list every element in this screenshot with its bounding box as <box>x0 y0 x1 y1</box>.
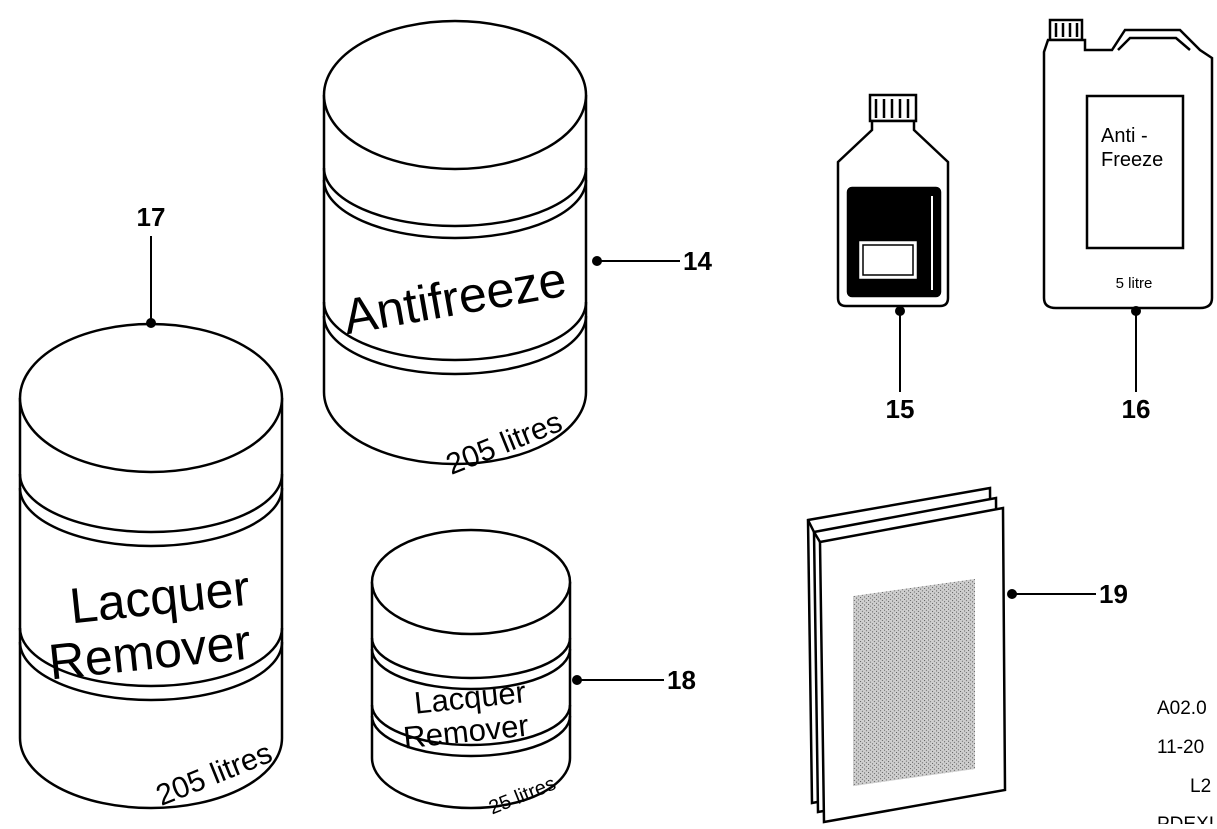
reference-code: A02.0 11-20 L2 PDEXI <box>1157 698 1214 829</box>
callout-14: 14 <box>683 246 712 276</box>
callout-16: 16 <box>1122 394 1151 424</box>
reference-line1: A02.0 <box>1157 698 1207 719</box>
callout-18: 18 <box>667 665 696 695</box>
jerrycan-label-line1: Anti - <box>1101 125 1148 147</box>
reference-line3: L2 <box>1190 776 1211 797</box>
antifreeze-bottle <box>836 93 950 308</box>
jerrycan-volume: 5 litre <box>1116 275 1153 292</box>
jerrycan-label-line2: Freeze <box>1101 149 1163 171</box>
antifreeze-jerrycan <box>1042 18 1214 310</box>
callout-19: 19 <box>1099 579 1128 609</box>
drum-antifreeze <box>322 19 588 466</box>
callout-17: 17 <box>137 202 166 232</box>
reference-line2: 11-20 <box>1157 737 1204 758</box>
manual-booklet <box>806 486 1007 824</box>
drum-lacquer-remover-small <box>370 528 572 810</box>
reference-line4: PDEXI <box>1157 814 1214 824</box>
booklet-image-block <box>853 624 975 787</box>
callout-leaders <box>146 236 1141 685</box>
callout-15: 15 <box>886 394 915 424</box>
